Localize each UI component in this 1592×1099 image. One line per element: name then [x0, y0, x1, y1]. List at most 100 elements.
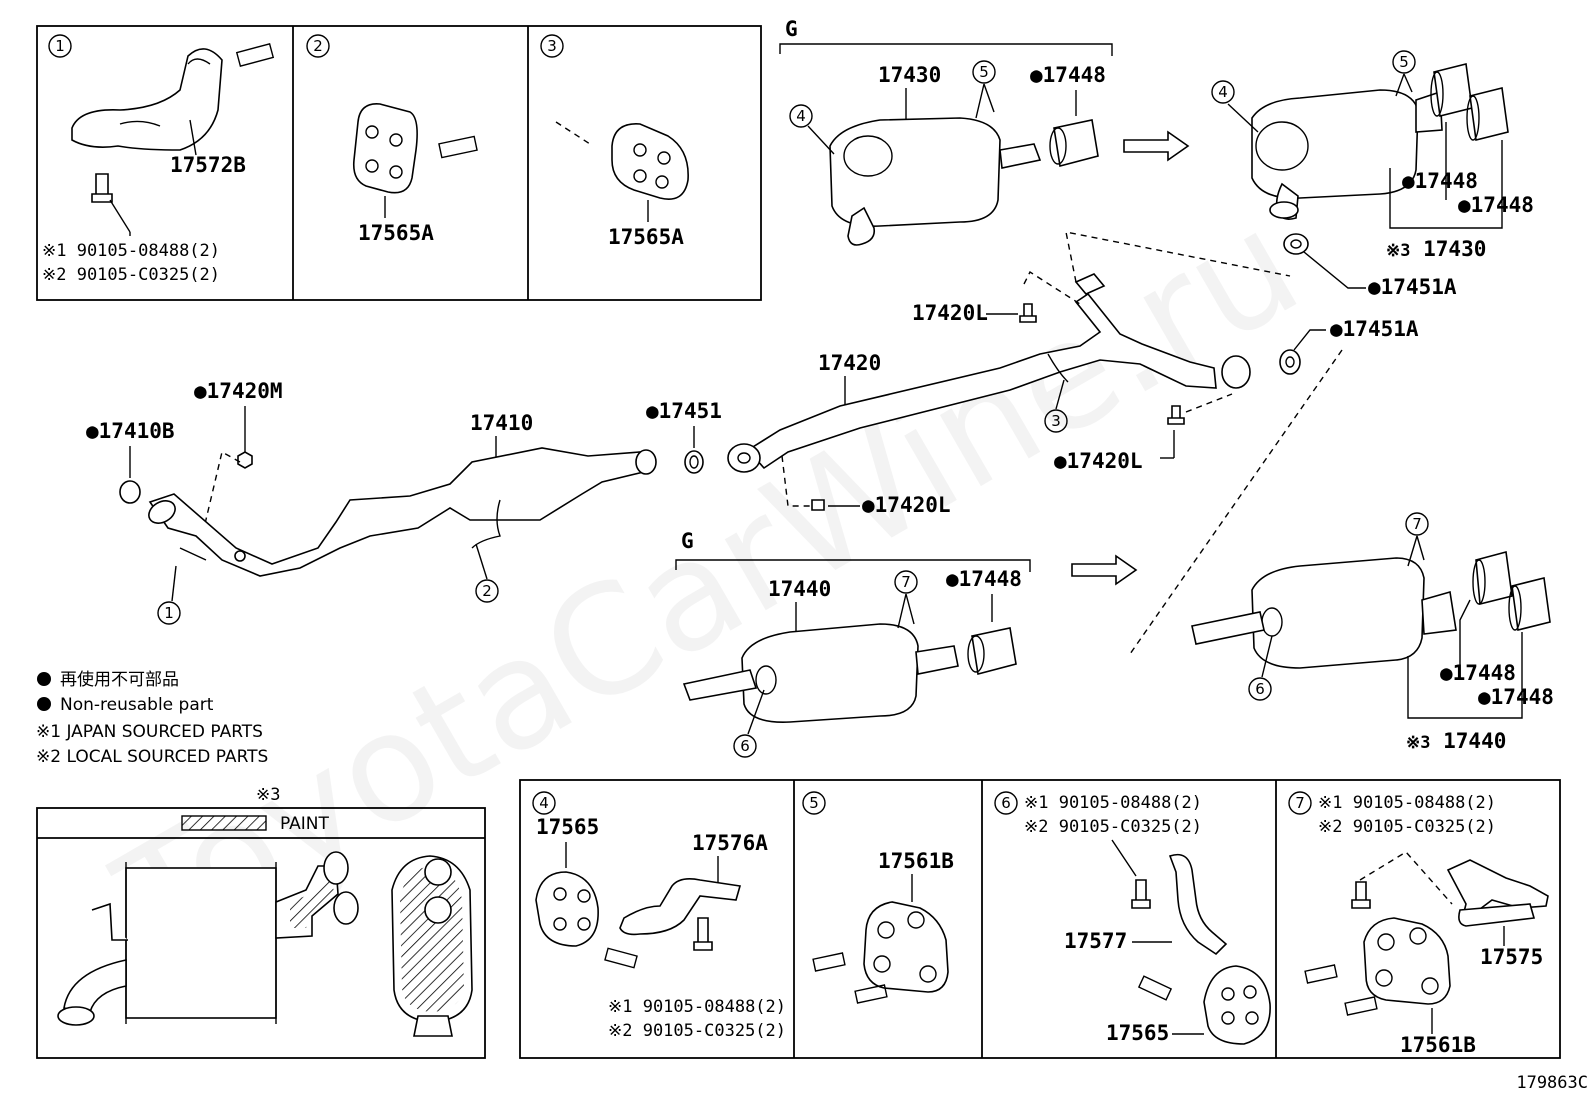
muffler-17430 [829, 117, 1001, 227]
box3-index: 3 [547, 37, 557, 55]
box4-note1: ※1 90105-08488(2) [608, 997, 786, 1017]
muffler-17430-label: 17430 [878, 63, 941, 87]
tip-17448-loose-left [971, 627, 1017, 675]
muffler-17430-assembled [1251, 89, 1419, 199]
result-tip-17448-b: ●17448 [1458, 193, 1534, 217]
front-callout-2: 2 [482, 582, 492, 600]
ring-17451-label: ●17451 [646, 399, 722, 423]
box6-note2: ※2 90105-C0325(2) [1024, 817, 1202, 837]
detail-box-2: 2 17565A [306, 34, 478, 245]
center-callout-3: 3 [1051, 412, 1061, 430]
gasket-17451A-top-label: ●17451A [1368, 275, 1457, 299]
paint-detail-box: ※3 PAINT [36, 785, 486, 1059]
tip-result-1 [1433, 63, 1473, 117]
legend-note-1: ※1 JAPAN SOURCED PARTS [36, 722, 263, 742]
right-muffler-group: G 17430 4 5 ●17448 4 5 ● [779, 17, 1534, 261]
top-detail-boxes: 1 17572B ※1 90105-08488(2) ※2 90105-C032… [36, 25, 762, 301]
box1-index: 1 [55, 37, 65, 55]
hanger-17565A-b [611, 123, 689, 200]
result-left-tip-17448-b: ●17448 [1478, 685, 1554, 709]
arrow-right-bottom [1071, 554, 1138, 586]
center-pipe-body [746, 292, 1217, 470]
group-marker-bottom: G [681, 529, 694, 553]
right-callout-5: 5 [979, 63, 989, 81]
box3-part: 17565A [608, 225, 684, 249]
bolt-17420L-bottom-label: ●17420L [862, 493, 951, 517]
box7-index: 7 [1295, 794, 1305, 812]
part-17572B: 17572B [170, 153, 246, 177]
box6-part-b: 17565 [1106, 1021, 1169, 1045]
front-pipe-assembly: ●17410B ●17420M 17410 1 2 ●17451 [86, 379, 722, 625]
pipe-17410-label: 17410 [470, 411, 533, 435]
center-pipe-assembly: 17420 17420L 3 ●17420L ●17420L ●17451A ●… [727, 231, 1457, 655]
detail-box-5: 5 17561B [802, 791, 954, 1004]
legend-jp: 再使用不可部品 [60, 669, 179, 690]
bolt-17420L-right-label: ●17420L [1054, 449, 1143, 473]
tip-17448-loose [1053, 119, 1099, 167]
front-pipe-body [148, 447, 654, 577]
tip-17448-label: ●17448 [1030, 63, 1106, 87]
detail-box-4: 4 17565 17576A ※1 90105-08488(2) ※2 9010… [532, 791, 786, 1041]
muffler-17440-assembled [1251, 557, 1425, 669]
detail-box-7: 7 ※1 90105-08488(2) ※2 90105-C0325(2) 17… [1288, 791, 1549, 1057]
box2-part: 17565A [358, 221, 434, 245]
tip-result-2 [1469, 87, 1509, 141]
result-17440-label: ※3 17440 [1406, 729, 1506, 753]
legend-en: Non-reusable part [60, 695, 214, 715]
arrow-right-top [1123, 130, 1190, 162]
bolt-icon [91, 173, 113, 203]
nut-17420M-label: ●17420M [194, 379, 283, 403]
box5-index: 5 [809, 794, 819, 812]
pipe-17420-label: 17420 [818, 351, 881, 375]
detail-box-6: 6 ※1 90105-08488(2) ※2 90105-C0325(2) 17… [994, 791, 1271, 1045]
box7-part-a: 17575 [1480, 945, 1543, 969]
bolt-17420L-top-label: 17420L [912, 301, 988, 325]
bottom-detail-boxes: 4 17565 17576A ※1 90105-08488(2) ※2 9010… [519, 779, 1561, 1059]
left-callout-6: 6 [740, 737, 750, 755]
left-result-callout-7: 7 [1412, 515, 1422, 533]
left-result-callout-6: 6 [1255, 680, 1265, 698]
tip-result-left-1 [1475, 550, 1513, 606]
tip-17448-left-label: ●17448 [946, 567, 1022, 591]
box6-part-a: 17577 [1064, 929, 1127, 953]
bracket-17572B [71, 48, 223, 151]
muffler-17440-label: 17440 [768, 577, 831, 601]
box1-note2: ※2 90105-C0325(2) [42, 265, 220, 285]
legend-note-2: ※2 LOCAL SOURCED PARTS [36, 747, 268, 767]
box7-note1: ※1 90105-08488(2) [1318, 793, 1496, 813]
left-callout-7: 7 [901, 573, 911, 591]
box4-note2: ※2 90105-C0325(2) [608, 1021, 786, 1041]
detail-box-1: 1 17572B ※1 90105-08488(2) ※2 90105-C032… [42, 34, 275, 285]
hanger-17561B-b [1363, 917, 1451, 1005]
box1-note1: ※1 90105-08488(2) [42, 241, 220, 261]
right-callout-4: 4 [796, 107, 806, 125]
detail-box-3: 3 17565A [540, 34, 689, 249]
gasket-17410B-label: ●17410B [86, 419, 175, 443]
box4-part-b: 17576A [692, 831, 768, 855]
right-result-callout-5: 5 [1399, 53, 1409, 71]
muffler-17440 [741, 623, 919, 723]
legend: 再使用不可部品 Non-reusable part ※1 JAPAN SOURC… [36, 669, 268, 767]
box7-note2: ※2 90105-C0325(2) [1318, 817, 1496, 837]
gasket-17451A-right-label: ●17451A [1330, 317, 1419, 341]
box6-index: 6 [1001, 794, 1011, 812]
paint-box-title: ※3 [256, 785, 280, 805]
result-tip-17448-a: ●17448 [1402, 169, 1478, 193]
group-marker-top: G [785, 17, 798, 41]
left-muffler-group: G 17440 7 6 ●17448 7 6 ●17448 [675, 512, 1554, 758]
bracket-17577 [1168, 853, 1228, 956]
front-callout-1: 1 [164, 604, 174, 622]
right-result-callout-4: 4 [1218, 83, 1228, 101]
box5-part: 17561B [878, 849, 954, 873]
tip-result-left-2 [1511, 577, 1551, 631]
hanger-17565A [352, 103, 418, 194]
box6-note1: ※1 90105-08488(2) [1024, 793, 1202, 813]
box2-index: 2 [313, 37, 323, 55]
box7-part-b: 17561B [1400, 1033, 1476, 1057]
result-17430-label: ※3 17430 [1386, 237, 1486, 261]
result-left-tip-17448-a: ●17448 [1440, 661, 1516, 685]
box4-part-a: 17565 [536, 815, 599, 839]
box4-index: 4 [539, 794, 549, 812]
nut-icon [237, 451, 253, 469]
